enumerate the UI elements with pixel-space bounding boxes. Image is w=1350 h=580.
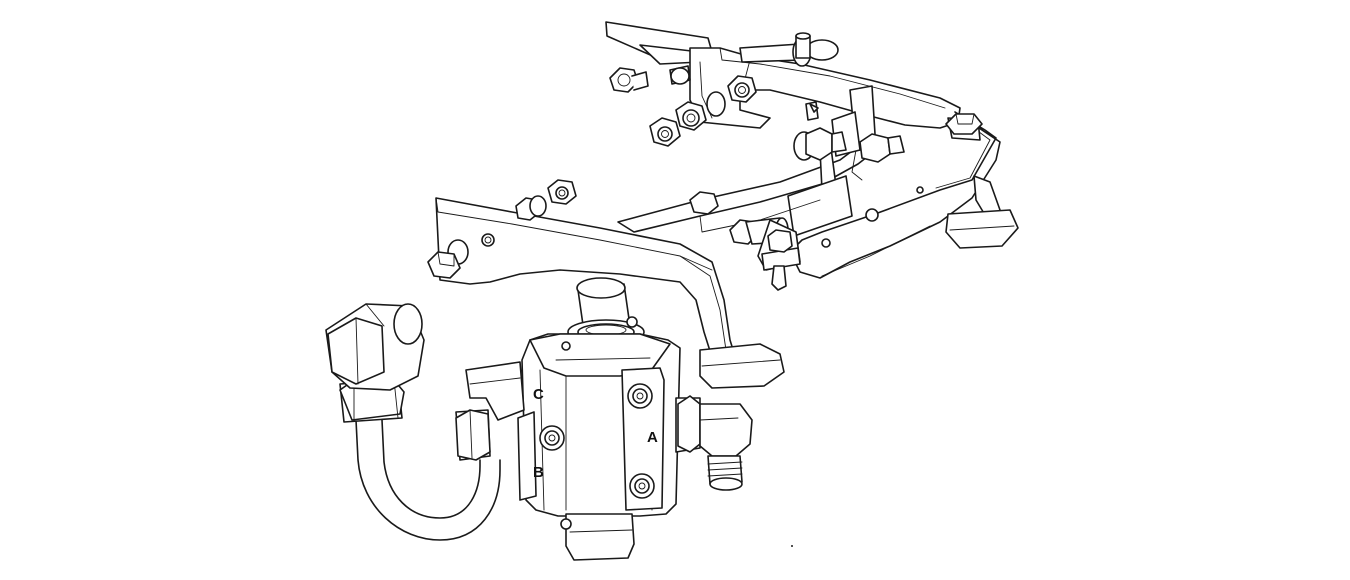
right-elbow-fitting	[675, 395, 753, 491]
valve-port-bolts	[517, 383, 655, 501]
cross-channel-beam	[617, 85, 877, 237]
right-cap-nut	[945, 113, 983, 141]
front-bracket-nuts	[427, 179, 577, 279]
port-labels: C B A	[533, 386, 658, 481]
stray-dot	[791, 545, 793, 547]
front-bracket-plate	[435, 197, 785, 389]
bracket-stud-assembly	[729, 217, 801, 291]
channel-bolts	[689, 103, 905, 215]
left-tube-assembly	[325, 303, 525, 541]
port-label-b: B	[533, 464, 544, 481]
rear-bracket-plate	[605, 21, 961, 129]
valve-body	[521, 333, 681, 561]
port-label-a: A	[647, 429, 658, 446]
rear-top-bolt	[739, 32, 839, 67]
port-label-c: C	[533, 386, 544, 403]
rear-hex-nuts	[609, 65, 819, 147]
